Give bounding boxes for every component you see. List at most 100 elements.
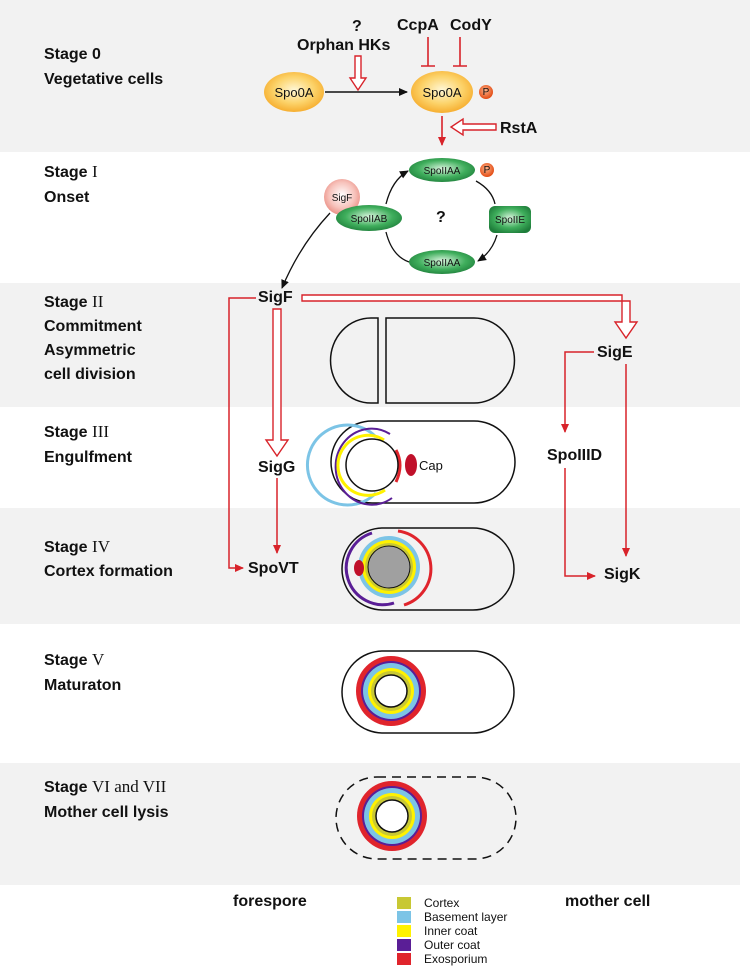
spoiie-label: SpoIIE [495,215,525,226]
sigf-to-spovt-arrow [228,297,256,572]
legend-swatch-cortex [397,897,411,909]
stage-6-cell [335,776,517,860]
cortex-cell-outline [341,527,515,611]
legend-swatch-outer [397,939,411,951]
sigk-regulator: SigK [604,566,641,583]
stage-3-desc: Engulfment [44,449,133,466]
cycle-arrow-ab-to-aap [385,170,409,205]
spoiiab-label: SpoIIAB [351,214,388,225]
legend-swatch-inner [397,925,411,937]
spoiie-protein [489,206,531,233]
orphan-hks-arrow [348,55,368,92]
forespore-compartment [329,317,379,404]
sigf-protein [324,179,360,215]
legend-swatch-basement [397,911,411,923]
forespore-label: forespore [233,893,307,910]
stage-2-cell [329,317,516,404]
legend-label-cortex: Cortex [424,896,459,910]
stage-0-title: Stage 0 [44,46,101,63]
sigf-protein-label: SigF [332,193,353,204]
sigf-to-sigg-arrow [264,308,290,458]
stage-5-title: Stage V [44,650,105,669]
stage-3-cell: Cap [305,420,516,507]
phosphate-icon-0 [479,85,493,99]
sigg-regulator: SigG [258,459,295,476]
phosphate-icon-1 [480,163,494,177]
cody-label: CodY [450,17,492,34]
stage-3-title: Stage III [44,422,109,441]
sigf-regulator: SigF [258,289,293,306]
sige-regulator: SigE [597,344,633,361]
spo0a-p-label: Spo0A [422,85,461,100]
maturation-cell-outline [341,650,515,734]
mother-cell-label: mother cell [565,893,650,910]
stage5-core [374,674,408,708]
layer-exo-arc [394,449,402,483]
cycle-arrow-ie-to-aa [477,234,498,262]
stage4-exosporium-arc [397,529,433,607]
stage-4-desc: Cortex formation [44,563,173,580]
legend-label-outer: Outer coat [424,938,481,952]
stage-5-cell [341,650,515,734]
spoiiaa-label: SpoIIAA [424,258,461,269]
legend-label-basement: Basement layer [424,910,507,924]
orphan-hks-label: Orphan HKs [297,37,390,54]
ccpa-label: CcpA [397,17,439,34]
stage-5-desc: Maturaton [44,677,121,694]
cycle-arrow-aap-to-ie [475,180,496,205]
spoiiab-protein [336,205,402,231]
legend-label-inner: Inner coat [424,924,478,938]
question-mark-0: ? [352,18,362,35]
question-mark-1: ? [436,209,446,226]
stage-4-cell [341,527,515,611]
stage4-core [367,545,411,589]
engulfment-cell-outline [330,420,516,504]
cody-inhibition [453,37,467,67]
spoiiaa-protein [409,250,475,274]
stage-2-desc-2: Asymmetric [44,342,136,359]
cap-label: Cap [419,458,443,473]
stage-6-title: Stage VI and VII [44,777,167,796]
spo0a-p-protein [411,71,473,113]
cap-structure [405,454,417,476]
stage-1-pathway: SpoIIAA P SigF SpoIIAB SpoIIE SpoIIAA ? [281,158,531,289]
spoiiid-regulator: SpoIIID [547,447,602,464]
stage-1-desc: Onset [44,189,90,206]
layer-basement-arc [305,423,378,507]
spoiiaa-p-label: SpoIIAA [424,166,461,177]
forespore-core-3 [345,438,399,492]
spoiiaa-p-protein [409,158,475,182]
legend: Cortex Basement layer Inner coat Outer c… [397,896,507,966]
sigma-cascade: SigF SigE SigG SpoIIID SpoVT SigK [228,289,641,583]
stage-0-pathway: ? Orphan HKs CcpA CodY Spo0A Spo0A P Rst… [264,17,538,146]
phosphate-label-0: P [483,87,490,98]
sigf-to-sige-arrow [301,294,639,340]
rsta-arrow [449,117,497,137]
stage-1-title: Stage I [44,162,98,181]
mother-cell-compartment [385,317,516,404]
cycle-arrow-aa-to-ab [385,231,410,263]
spoiiid-to-sigk-arrow [564,468,596,580]
stage-4-title: Stage IV [44,537,111,556]
band-stage-2 [0,283,740,407]
stage-2-desc-1: Commitment [44,318,142,335]
stage-6-desc: Mother cell lysis [44,804,169,821]
spovt-regulator: SpoVT [248,560,299,577]
stage-2-desc-3: cell division [44,366,136,383]
spo0a-label: Spo0A [274,85,313,100]
legend-swatch-exosporium [397,953,411,965]
lysed-cell-outline [335,776,517,860]
stage-labels: Stage 0 Vegetative cells Stage I Onset S… [44,46,173,821]
spo0a-protein [264,72,324,112]
legend-label-exosporium: Exosporium [424,952,487,966]
stage4-cap [354,560,364,576]
stage-0-desc: Vegetative cells [44,71,163,88]
layer-inner-arc [336,433,386,497]
phosphate-label-1: P [484,165,491,176]
ccpa-inhibition [421,37,435,67]
stage-bands [0,0,750,885]
stage4-outer-arc [344,531,395,607]
sigf-release-arrow [281,212,331,289]
